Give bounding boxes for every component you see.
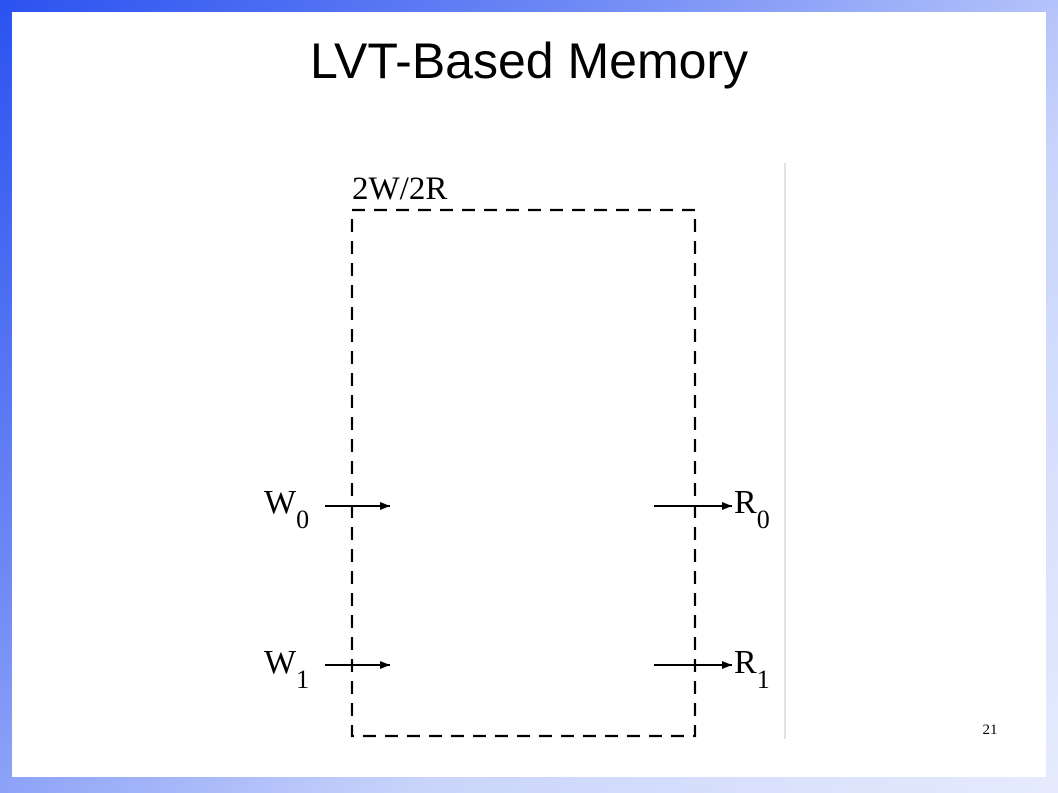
- read-port-0-label: R0: [734, 484, 770, 534]
- write-port-1-label: W1: [264, 644, 309, 694]
- write-port-1-subscript: 1: [296, 665, 309, 694]
- slide-title: LVT-Based Memory: [309, 33, 749, 89]
- write-port-1-letter: W: [264, 644, 297, 681]
- figure-border: [784, 163, 786, 739]
- read-port-1-letter: R: [734, 644, 757, 681]
- write-port-0-subscript: 0: [296, 505, 309, 534]
- write-port-0-label: W0: [264, 484, 309, 534]
- read-port-0-subscript: 0: [757, 505, 770, 534]
- read-port-1-label: R1: [734, 644, 770, 694]
- memory-block-outline: [350, 208, 697, 738]
- page-number: 21: [982, 722, 998, 738]
- read-port-1-subscript: 1: [757, 665, 770, 694]
- write-port-0-letter: W: [264, 484, 297, 521]
- block-label: 2W/2R: [352, 171, 447, 207]
- read-port-0-letter: R: [734, 484, 757, 521]
- diagram-figure: [262, 163, 786, 739]
